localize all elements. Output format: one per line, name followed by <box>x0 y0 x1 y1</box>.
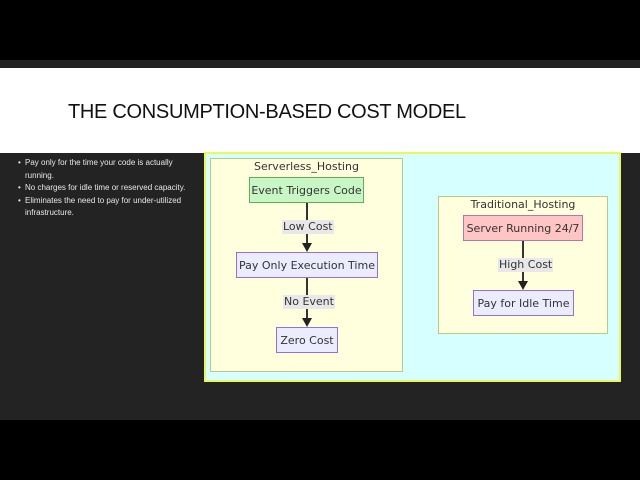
slide-title: THE CONSUMPTION-BASED COST MODEL <box>68 101 466 123</box>
bullet-item: Pay only for the time your code is actua… <box>18 157 198 182</box>
cluster-label: Traditional_Hosting <box>470 198 576 211</box>
edge-label-high-cost: High Cost <box>498 258 554 272</box>
title-area <box>0 68 640 153</box>
arrowhead-icon <box>302 318 312 327</box>
bottom-black-band <box>0 420 640 480</box>
node-pay-for-idle-time: Pay for Idle Time <box>473 290 574 316</box>
edge-label-low-cost: Low Cost <box>282 220 334 234</box>
arrowhead-icon <box>302 243 312 252</box>
bullet-item: Eliminates the need to pay for under-uti… <box>18 195 198 220</box>
node-pay-only-execution-time: Pay Only Execution Time <box>236 252 378 278</box>
node-server-running-24-7: Server Running 24/7 <box>463 215 583 241</box>
cluster-label: Serverless_Hosting <box>254 160 359 173</box>
arrowhead-icon <box>518 281 528 290</box>
bullet-list: Pay only for the time your code is actua… <box>18 157 198 220</box>
node-event-triggers-code: Event Triggers Code <box>249 177 364 203</box>
node-zero-cost: Zero Cost <box>276 327 338 353</box>
bullet-item: No charges for idle time or reserved cap… <box>18 182 198 195</box>
top-dark-band <box>0 60 640 68</box>
edge-label-no-event: No Event <box>283 295 335 309</box>
